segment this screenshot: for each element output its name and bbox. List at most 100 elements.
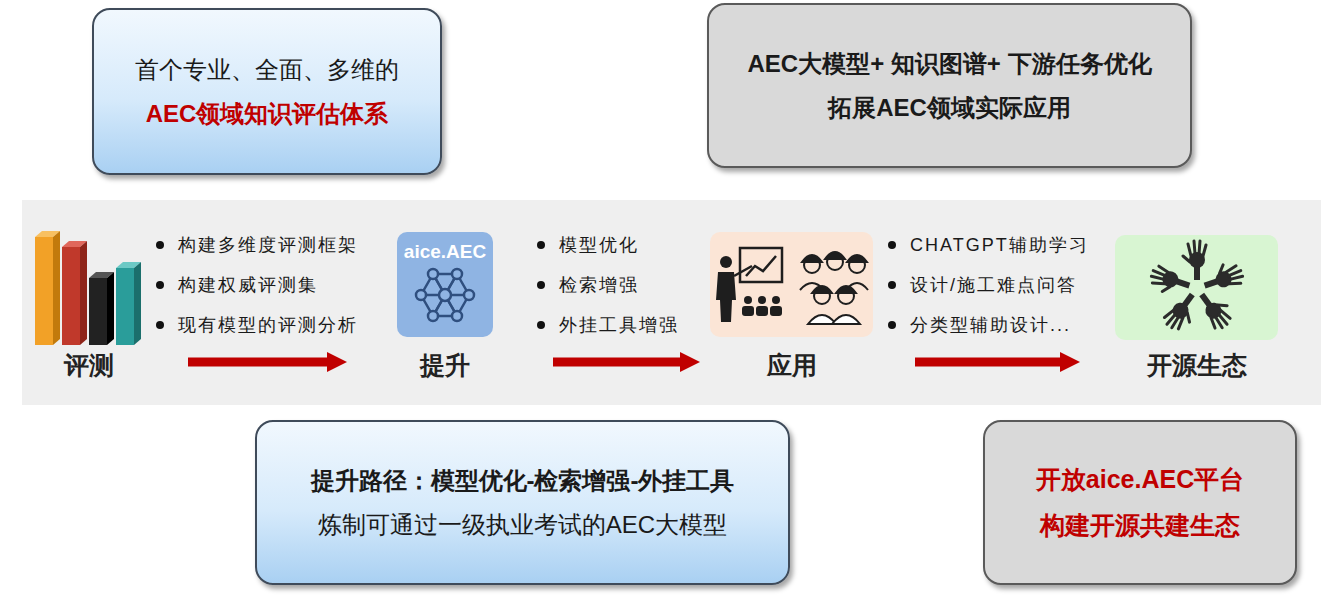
bullet-item: 现有模型的评测分析 [156,313,358,337]
callout-line: 提升路径：模型优化-检索增强-外挂工具 [311,466,735,496]
model-box-part [433,274,457,316]
bullet-text: 现有模型的评测分析 [178,313,358,337]
teaching-icon-part [710,232,873,337]
teaching-icon-part [740,248,782,282]
community-icon-part [1148,265,1192,299]
bullet-text: 设计/施工难点问答 [910,273,1077,297]
summary-callout: 首个专业、全面、多维的 AEC领域知识评估体系 [92,8,442,175]
model-box-part [416,269,474,321]
model-box-part [421,274,469,316]
model-box [397,232,493,337]
teaching-icon-part [758,296,766,304]
bullet-text: 外挂工具增强 [559,313,679,337]
bullet-item: CHATGPT辅助学习 [888,233,1089,257]
bullet-text: 分类型辅助设计... [910,313,1071,337]
callout-line: 炼制可通过一级执业考试的AEC大模型 [318,510,727,540]
stage-band-part [22,200,1321,405]
bar-chart-icon-part [35,237,53,345]
bullet-dot [537,281,545,289]
stage-node: 开源生态 [1115,235,1278,340]
community-icon-part [1194,286,1236,331]
callout-line: 开放aice.AEC平台 [1036,464,1244,495]
community-icon-part [1162,289,1204,334]
bullet-dot [888,241,896,249]
bullet-item: 构建多维度评测框架 [156,233,358,257]
bullet-dot [537,321,545,329]
bullet-item: 设计/施工难点问答 [888,273,1077,297]
stage-node: aice.AEC提升 [397,232,493,337]
bar-chart-icon [35,231,141,345]
bullet-dot [537,241,545,249]
flow-arrow [915,358,1060,367]
summary-callout: 开放aice.AEC平台构建开源共建生态 [983,420,1297,585]
model-box-part [452,269,462,279]
flow-arrow [188,358,327,367]
bar-chart-icon-part [80,241,87,345]
teaching-icon-part [836,286,856,293]
model-box-part [464,290,474,300]
bullet-item: 模型优化 [537,233,639,257]
bar-chart-icon-part [107,272,114,345]
bar-chart-icon-part [134,262,141,345]
teaching-icon-part [832,315,860,324]
teaching-icon-part [770,306,782,316]
bullet-text: CHATGPT辅助学习 [910,233,1089,257]
bullet-dot [156,321,164,329]
bar-chart-icon-part [116,268,134,345]
bullet-text: 检索增强 [559,273,639,297]
bar-chart-icon-part [62,247,80,345]
community-icon-part [1115,235,1278,340]
teaching-icon [710,232,873,337]
community-icon-part [1200,260,1244,294]
callout-line: 拓展AEC领域实际应用 [828,93,1071,123]
model-box-part [439,289,451,301]
summary-callout: AEC大模型+ 知识图谱+ 下游任务优化拓展AEC领域实际应用 [707,3,1192,168]
model-box-part [433,274,457,316]
bullet-item: 外挂工具增强 [537,313,679,337]
teaching-icon-part [716,248,782,322]
bullet-item: 检索增强 [537,273,639,297]
bullet-dot [888,321,896,329]
teaching-icon-part [746,256,776,276]
teaching-icon-part [716,272,736,322]
bullet-item: 构建权威评测集 [156,273,318,297]
model-box-part [421,274,469,316]
teaching-icon-part [742,306,754,316]
bullet-dot [156,281,164,289]
summary-callout: 提升路径：模型优化-检索增强-外挂工具炼制可通过一级执业考试的AEC大模型 [255,420,790,585]
teaching-icon-part [756,306,768,316]
bullet-text: 构建权威评测集 [178,273,318,297]
stage-title: 应用 [767,350,817,381]
bar-chart-icon-part [89,278,107,345]
callout-line: AEC领域知识评估体系 [146,99,389,129]
community-icon [1115,235,1278,340]
bullet-item: 分类型辅助设计... [888,313,1071,337]
teaching-icon-part [812,286,832,293]
stage-title: 评测 [64,350,114,381]
stage-band [22,200,1321,405]
teaching-icon-part [720,256,732,268]
bullet-text: 模型优化 [559,233,639,257]
teaching-icon-part [802,255,822,262]
bar-chart-icon-part [53,231,60,345]
bullet-dot [156,241,164,249]
teaching-icon-part [825,252,845,259]
stage-node: 应用 [710,232,873,337]
callout-line: 首个专业、全面、多维的 [135,55,399,85]
stage-title: 提升 [420,350,470,381]
callout-line: AEC大模型+ 知识图谱+ 下游任务优化 [747,49,1151,79]
community-icon-part [1183,241,1206,280]
stage-node: 评测 [30,228,148,348]
model-name: aice.AEC [404,240,486,264]
model-box-part [416,290,426,300]
model-box-part [397,232,493,337]
teaching-icon-part [744,296,752,304]
stage-title: 开源生态 [1147,350,1247,381]
flow-arrow [553,358,680,367]
callout-line: 构建开源共建生态 [1040,510,1240,541]
teaching-icon-part [800,252,868,324]
teaching-icon-part [847,255,867,262]
